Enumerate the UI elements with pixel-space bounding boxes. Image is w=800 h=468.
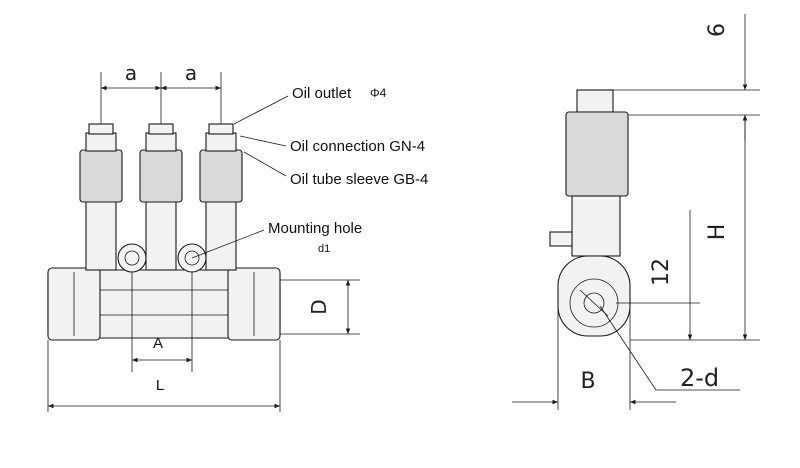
dim-a-left: a (125, 61, 137, 85)
valve-unit-middle (139, 123, 183, 271)
dim-2-d: 2-d (680, 364, 719, 392)
label-oil-outlet: Oil outlet (292, 85, 352, 102)
mounting-hole-left (117, 243, 147, 273)
label-oil-connection: Oil connection GN-4 (290, 138, 425, 155)
dim-L: L (156, 377, 164, 394)
side-view: 6 H 12 B 2-d (512, 14, 760, 410)
dim-D: D (307, 299, 331, 314)
label-mounting-hole-sub: d1 (318, 243, 330, 255)
dim-6: 6 (705, 23, 730, 37)
dim-B: B (580, 369, 595, 394)
valve-unit-right (199, 123, 243, 271)
front-view: a a A L D Oil outlet Φ4 Oil connection G… (47, 61, 428, 412)
label-oil-outlet-dia: Φ4 (370, 86, 387, 100)
label-oil-tube-sleeve: Oil tube sleeve GB-4 (290, 171, 428, 188)
label-mounting-hole: Mounting hole (268, 220, 362, 237)
dim-12: 12 (649, 258, 674, 286)
dim-H: H (705, 224, 730, 241)
dim-a-right: a (185, 61, 197, 85)
dim-A: A (153, 335, 163, 352)
valve-unit-left (79, 123, 123, 271)
